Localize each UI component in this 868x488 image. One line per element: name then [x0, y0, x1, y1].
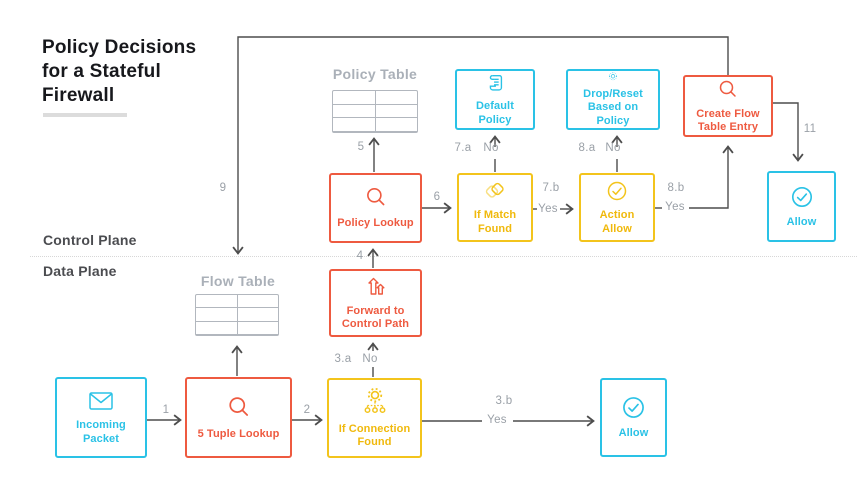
edge-3a-label: 3.a — [334, 353, 352, 365]
check-circle-icon — [607, 181, 627, 201]
gear-network-icon — [364, 387, 385, 413]
node-five-tuple-lookup: 5 Tuple Lookup — [185, 377, 292, 458]
node-incoming-packet: Incoming Packet — [55, 377, 147, 458]
flow-table-label: Flow Table — [200, 273, 276, 289]
edge-5-label: 5 — [357, 141, 365, 153]
node-default-policy: Default Policy — [455, 69, 535, 130]
node-if-connection-found: If Connection Found — [327, 378, 422, 458]
policy-table-label: Policy Table — [332, 66, 418, 82]
edge-8b-label: 8.b — [667, 182, 685, 194]
node-label: Action Allow — [599, 209, 635, 235]
plane-divider-line — [30, 256, 857, 257]
title-line-1: Policy Decisions — [42, 37, 197, 58]
edge-1-label: 1 — [162, 404, 170, 416]
policy-table-icon — [332, 90, 418, 133]
node-label: Forward to Control Path — [341, 304, 410, 331]
edge-8a-answer: No — [605, 142, 621, 154]
edge-9-line — [232, 36, 729, 255]
edge-8b-answer: Yes — [665, 201, 685, 213]
node-label: If Connection Found — [338, 422, 411, 449]
envelope-icon — [89, 392, 113, 410]
edge-7b-answer: Yes — [538, 203, 558, 215]
node-label: Allow — [786, 215, 817, 228]
edge-8a-label: 8.a — [578, 142, 596, 154]
node-forward-to-control-path: Forward to Control Path — [329, 269, 422, 337]
check-circle-icon — [791, 186, 812, 207]
edge-9-label: 9 — [219, 182, 227, 194]
node-create-flow-table-entry: Create Flow Table Entry — [683, 75, 773, 137]
edge-8b-line-b — [689, 145, 734, 209]
edge-3b-answer: Yes — [487, 414, 507, 426]
magnifier-icon — [228, 396, 248, 416]
edge-7a-label: 7.a — [454, 142, 472, 154]
check-circle-icon — [623, 397, 644, 419]
overlap-squares-icon — [485, 182, 504, 198]
edge-11-line — [773, 102, 804, 162]
data-plane-label: Data Plane — [43, 263, 117, 279]
node-allow-control-plane: Allow — [767, 171, 836, 242]
node-label: If Match Found — [473, 209, 517, 235]
edge-7b-label: 7.b — [542, 182, 560, 194]
flow-table-icon — [195, 294, 279, 336]
forward-arrows-icon — [367, 277, 384, 295]
flow-table-column-divider — [237, 295, 238, 335]
node-label: Allow — [618, 427, 649, 440]
node-label: Create Flow Table Entry — [696, 107, 760, 134]
page-title: Policy Decisions for a Stateful Firewall — [42, 36, 272, 108]
title-line-3: Firewall — [42, 85, 115, 106]
node-if-match-found: If Match Found — [457, 173, 533, 242]
edge-6-label: 6 — [433, 191, 441, 203]
node-label: Default Policy — [476, 100, 514, 126]
node-action-allow: Action Allow — [579, 173, 655, 242]
node-drop-reset: Drop/Reset Based on Policy — [566, 69, 660, 130]
edge-3b-label: 3.b — [495, 395, 513, 407]
node-label: Drop/Reset Based on Policy — [583, 87, 643, 127]
edge-4-label: 4 — [356, 250, 364, 262]
node-label: Incoming Packet — [76, 419, 126, 445]
node-allow-data-plane: Allow — [600, 378, 667, 457]
magnifier-icon — [719, 80, 736, 97]
cycle-icon — [608, 72, 618, 81]
node-label: 5 Tuple Lookup — [197, 427, 280, 440]
control-plane-label: Control Plane — [43, 232, 137, 248]
title-underline — [43, 113, 127, 117]
edge-3a-answer: No — [362, 353, 378, 365]
edge-7a-answer: No — [483, 142, 499, 154]
magnifier-icon — [366, 188, 384, 206]
node-label: Policy Lookup — [337, 217, 414, 230]
edge-2-label: 2 — [303, 404, 311, 416]
edge-11-label: 11 — [803, 123, 817, 135]
node-policy-lookup: Policy Lookup — [329, 173, 422, 243]
title-line-2: for a Stateful — [42, 61, 161, 82]
policy-table-column-divider — [375, 91, 376, 132]
policy-scroll-icon — [489, 74, 503, 91]
